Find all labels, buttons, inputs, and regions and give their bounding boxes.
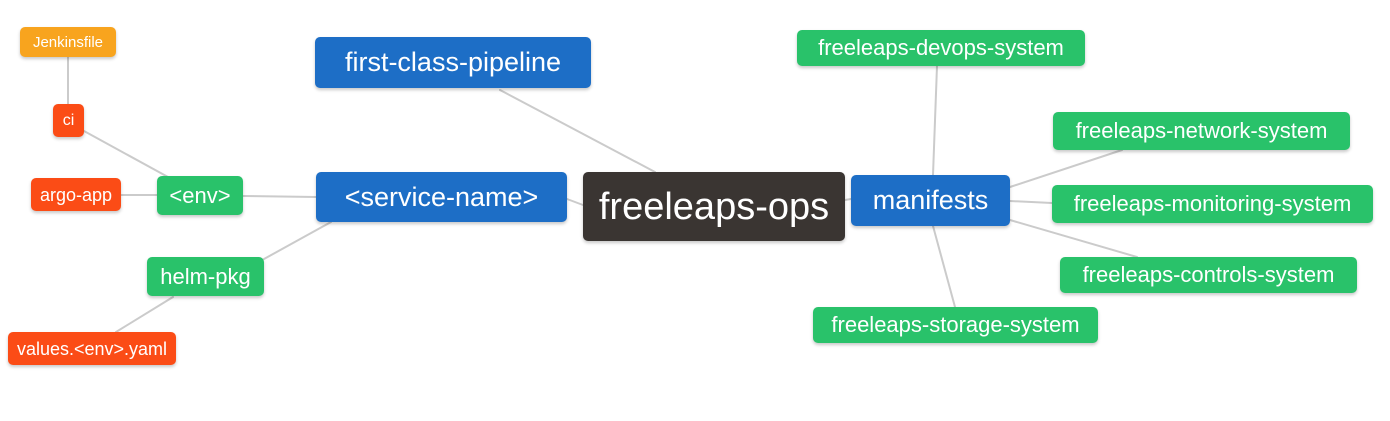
node-env[interactable]: <env>: [157, 176, 243, 215]
node-first-class-pipeline[interactable]: first-class-pipeline: [315, 37, 591, 88]
edge-manifests--network-system: [1009, 149, 1123, 188]
node-controls-system[interactable]: freeleaps-controls-system: [1060, 257, 1357, 293]
edge-helm-pkg--values-env-yaml: [115, 296, 174, 333]
edge-env--service-name: [242, 195, 317, 198]
edge-service-name--freeleaps-ops: [566, 198, 584, 206]
node-helm-pkg[interactable]: helm-pkg: [147, 257, 264, 296]
edge-ci--env: [83, 130, 169, 178]
node-monitoring-system[interactable]: freeleaps-monitoring-system: [1052, 185, 1373, 223]
edge-manifests--devops-system: [932, 65, 938, 176]
node-ci[interactable]: ci: [53, 104, 84, 137]
node-network-system[interactable]: freeleaps-network-system: [1053, 112, 1350, 150]
edge-first-class-pipeline--freeleaps-ops: [499, 89, 656, 173]
node-argo-app[interactable]: argo-app: [31, 178, 121, 211]
node-devops-system[interactable]: freeleaps-devops-system: [797, 30, 1085, 66]
node-jenkinsfile[interactable]: Jenkinsfile: [20, 27, 116, 57]
node-manifests[interactable]: manifests: [851, 175, 1010, 226]
node-storage-system[interactable]: freeleaps-storage-system: [813, 307, 1098, 343]
node-service-name[interactable]: <service-name>: [316, 172, 567, 222]
node-values-env-yaml[interactable]: values.<env>.yaml: [8, 332, 176, 365]
edge-manifests--storage-system: [932, 225, 956, 308]
node-freeleaps-ops[interactable]: freeleaps-ops: [583, 172, 845, 241]
edge-manifests--controls-system: [1009, 219, 1138, 258]
edge-service-name--helm-pkg: [263, 221, 332, 260]
edge-manifests--monitoring-system: [1009, 200, 1053, 204]
